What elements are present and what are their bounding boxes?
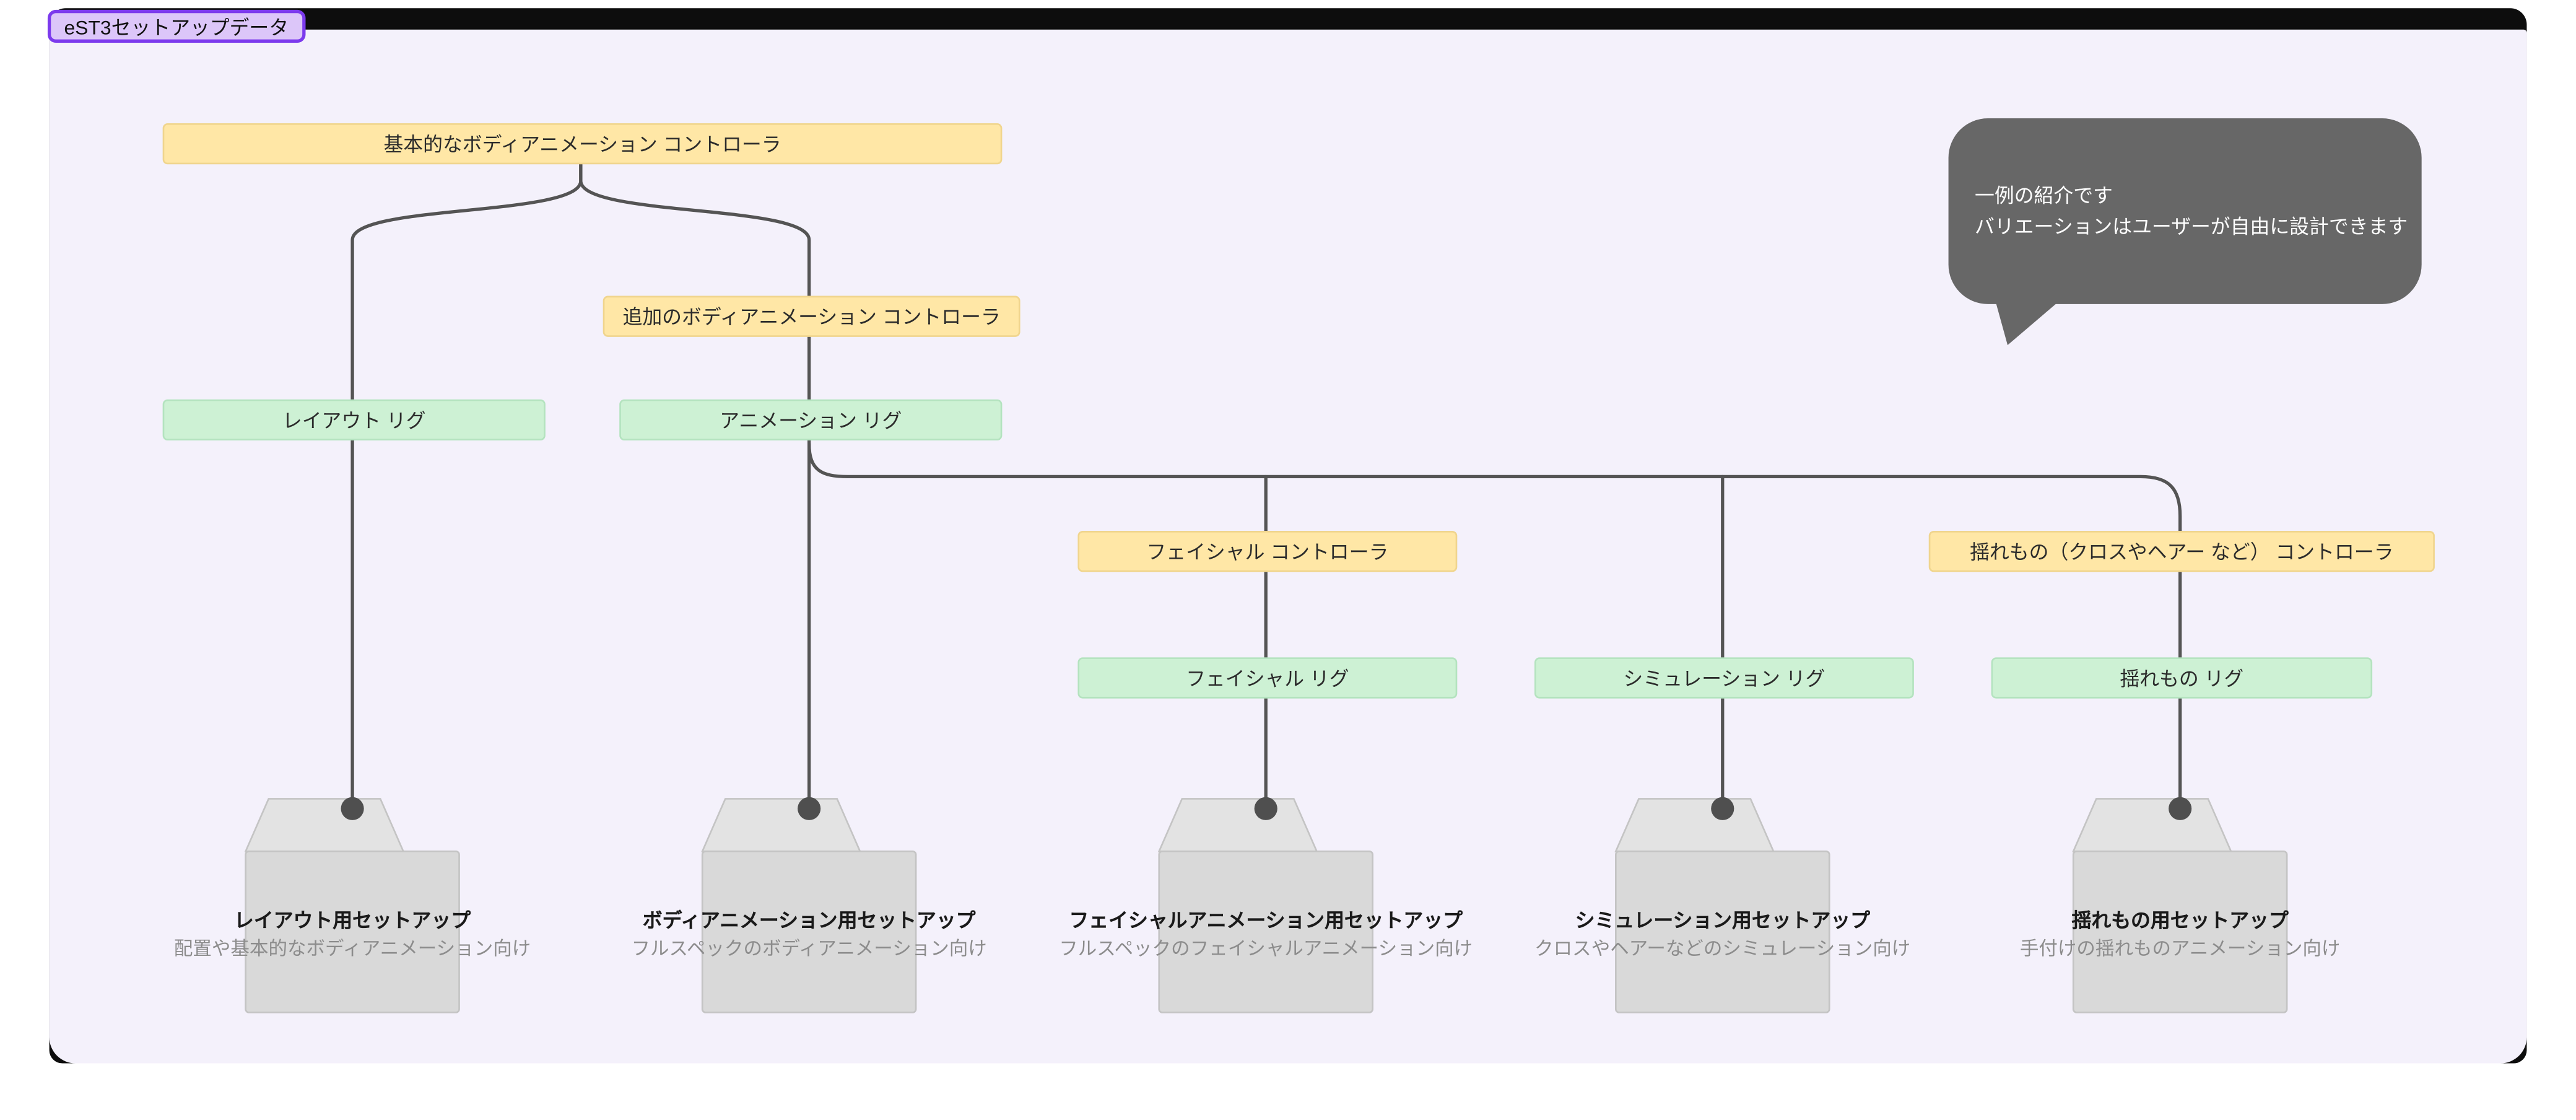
package-label: フェイシャルアニメーション用セットアップ フルスペックのフェイシャルアニメーショ…: [1036, 908, 1496, 963]
node-basic-body-animation-controller: 基本的なボディアニメーション コントローラ: [162, 123, 1003, 165]
node-facial-controller: フェイシャル コントローラ: [1077, 530, 1458, 572]
edge-basic-to-layout-rig: [350, 159, 583, 401]
junction-dot: [798, 797, 821, 820]
package-subtitle: フルスペックのボディアニメーション向け: [631, 940, 987, 960]
package-title: レイアウト用セットアップ: [234, 909, 471, 932]
package-label: ボディアニメーション用セットアップ フルスペックのボディアニメーション向け: [579, 908, 1039, 963]
package-title: シミュレーション用セットアップ: [1575, 909, 1870, 932]
node-facial-rig: フェイシャル リグ: [1077, 657, 1458, 699]
junction-dot: [1254, 797, 1277, 820]
package-subtitle: クロスやヘアーなどのシミュレーション向け: [1534, 940, 1911, 960]
package-icon: [244, 798, 460, 1013]
junction-dot: [2169, 797, 2192, 820]
node-additional-body-animation-controller: 追加のボディアニメーション コントローラ: [603, 295, 1020, 337]
package-icon: [701, 798, 917, 1013]
node-yuremono-controller: 揺れもの（クロスやヘアー など） コントローラ: [1928, 530, 2435, 572]
node-animation-rig: アニメーション リグ: [619, 399, 1003, 441]
callout-bubble: 一例の紹介です バリエーションはユーザーが自由に設計できます: [1948, 118, 2422, 304]
edge-branch-horizontal: [807, 442, 2182, 533]
package-subtitle: フルスペックのフェイシャルアニメーション向け: [1059, 940, 1473, 960]
package-label: シミュレーション用セットアップ クロスやヘアーなどのシミュレーション向け: [1492, 908, 1952, 963]
junction-dot: [341, 797, 364, 820]
node-layout-rig: レイアウト リグ: [162, 399, 546, 441]
edges: [350, 159, 2182, 799]
junction-dot: [1711, 797, 1734, 820]
package-title: 揺れもの用セットアップ: [2071, 909, 2289, 932]
callout-line-2: バリエーションはユーザーが自由に設計できます: [1975, 214, 2408, 238]
package-label: 揺れもの用セットアップ 手付けの揺れものアニメーション向け: [1950, 908, 2410, 963]
junction-dots: [341, 797, 2192, 820]
connector-layer: [244, 159, 2288, 1013]
callout-line-1: 一例の紹介です: [1975, 183, 2113, 206]
package-icon: [1614, 798, 1830, 1013]
package-subtitle: 配置や基本的なボディアニメーション向け: [173, 940, 531, 960]
package-icon: [2072, 798, 2288, 1013]
package-icon: [1157, 798, 1373, 1013]
node-simulation-rig: シミュレーション リグ: [1534, 657, 1914, 699]
diagram-frame: eST3セットアップデータ: [47, 8, 2527, 1064]
package-subtitle: 手付けの揺れものアニメーション向け: [2019, 940, 2341, 960]
package-title: ボディアニメーション用セットアップ: [642, 909, 976, 932]
node-yuremono-rig: 揺れもの リグ: [1991, 657, 2373, 699]
callout-bubble-tail: [1994, 297, 2064, 346]
diagram-title-badge: eST3セットアップデータ: [47, 9, 305, 43]
package-label: レイアウト用セットアップ 配置や基本的なボディアニメーション向け: [123, 908, 583, 963]
package-icons: [244, 798, 2288, 1013]
edge-basic-to-additional: [579, 159, 811, 298]
diagram-canvas: 基本的なボディアニメーション コントローラ 追加のボディアニメーション コントロ…: [49, 29, 2527, 1064]
package-title: フェイシャルアニメーション用セットアップ: [1069, 909, 1463, 932]
